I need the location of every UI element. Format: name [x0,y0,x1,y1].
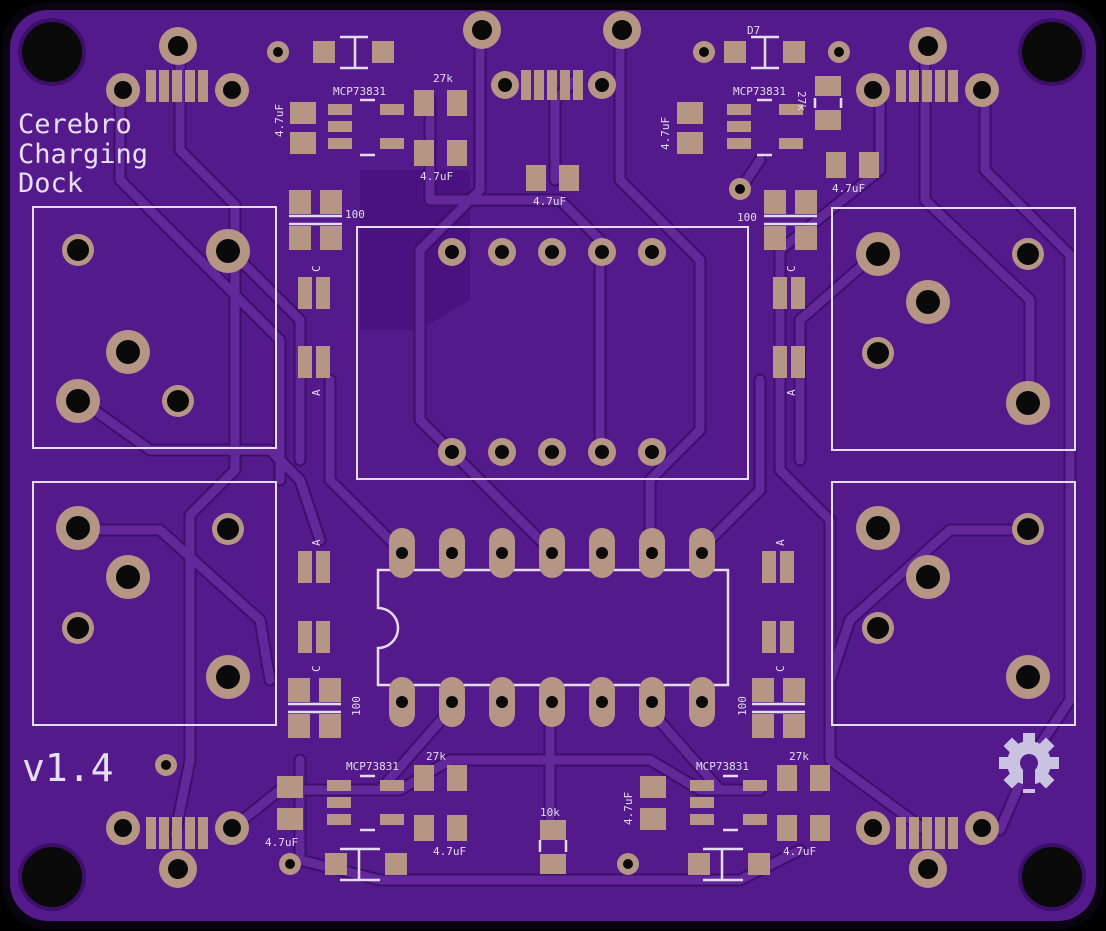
label-4-7uf-tr-b: 4.7uF [832,182,865,195]
title-line-1: Cerebro [18,109,132,140]
smd-components [277,41,879,875]
label-27k-br: 27k [789,750,809,763]
title-line-3: Dock [18,168,83,199]
label-mcp-tl: MCP73831 [333,85,386,98]
label-c-br: C [774,665,787,672]
component-labels: D7 MCP73831 MCP73831 MCP73831 MCP73831 2… [265,24,865,858]
label-4-7uf-tr-a: 4.7uF [659,117,672,150]
usb-connector-bl [106,811,249,888]
label-100-tl: 100 [345,208,365,221]
module-footprint-center [356,226,749,480]
title-line-2: Charging [18,139,148,170]
title-block: Cerebro Charging Dock [18,109,148,199]
label-mcp-tr: MCP73831 [733,85,786,98]
label-100-bl: 100 [350,696,363,716]
label-c-bl: C [310,665,323,672]
label-4-7uf-br-a: 4.7uF [622,792,635,825]
label-4-7uf-br-b: 4.7uF [783,845,816,858]
mounting-holes [18,18,1086,911]
label-a-tr: A [785,389,798,396]
mounting-hole-br [1018,843,1086,911]
silkscreen-outlines [288,35,843,882]
dip14-ic [376,528,730,727]
connector-footprint-tr [831,207,1076,451]
connector-footprint-tl [32,206,277,449]
version-label: v1.4 [22,746,114,790]
label-27k-tl: 27k [433,72,453,85]
label-4-7uf-bl-b: 4.7uF [433,845,466,858]
label-c-tl: C [310,265,323,272]
usb-connector-br [856,811,999,888]
label-4-7uf-tl-b: 4.7uF [420,170,453,183]
label-a-bl: A [310,539,323,546]
label-100-tr: 100 [737,211,757,224]
label-d7: D7 [747,24,760,37]
open-hardware-gear-icon [999,733,1059,793]
usb-connector-tr [856,27,999,107]
mounting-hole-tl [18,18,86,86]
label-c-tr: C [785,265,798,272]
connector-footprint-bl [32,481,277,726]
usb-connector-top-center [463,11,641,100]
label-27k-tr: 27k [795,91,808,111]
label-100-br: 100 [736,696,749,716]
label-mcp-bl: MCP73831 [346,760,399,773]
mounting-hole-bl [18,843,86,911]
vias [155,41,850,875]
label-4-7uf-bl-a: 4.7uF [265,836,298,849]
usb-connector-tl [106,27,249,107]
label-4-7uf-tl-a: 4.7uF [273,104,286,137]
label-a-tl: A [310,389,323,396]
label-a-br: A [774,539,787,546]
connector-footprint-br [831,481,1076,726]
label-27k-bl: 27k [426,750,446,763]
label-4-7uf-tc: 4.7uF [533,195,566,208]
label-10k: 10k [540,806,560,819]
mounting-hole-tr [1018,18,1086,86]
label-mcp-br: MCP73831 [696,760,749,773]
